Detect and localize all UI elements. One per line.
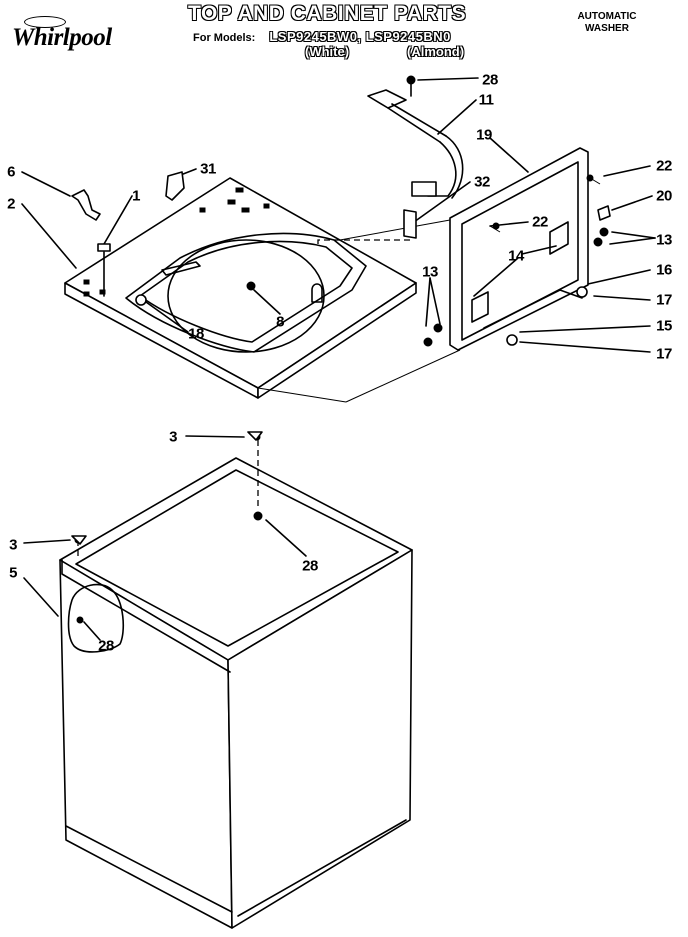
models-line: For Models: LSP9245BW0, LSP9245BN0	[193, 29, 451, 44]
callout-13-left: 13	[422, 263, 438, 281]
callout-1: 1	[132, 187, 140, 205]
callout-14: 14	[508, 247, 524, 265]
brand-logo: Whirlpool	[12, 16, 152, 60]
callout-2: 2	[7, 195, 15, 213]
top-panel	[64, 177, 417, 399]
product-line-2: WASHER	[585, 23, 629, 34]
callout-22-inner: 22	[532, 213, 548, 231]
callout-28-cabinet: 28	[302, 557, 318, 575]
page-title: TOP AND CABINET PARTS	[187, 1, 467, 25]
product-type: AUTOMATIC WASHER	[562, 11, 652, 35]
callout-20: 20	[656, 187, 672, 205]
callout-5: 5	[9, 564, 17, 582]
callout-31: 31	[200, 160, 216, 178]
color-white: (White)	[305, 44, 350, 59]
callout-19: 19	[476, 126, 492, 144]
callout-18: 18	[188, 325, 204, 343]
callout-28-side: 28	[98, 637, 114, 655]
callout-11: 11	[478, 91, 494, 109]
product-line-1: AUTOMATIC	[577, 11, 637, 22]
callout-28-top: 28	[482, 71, 498, 89]
cabinet	[59, 433, 413, 929]
brand-name: Whirlpool	[12, 24, 112, 51]
console-panel	[257, 147, 611, 403]
callout-13-right: 13	[656, 231, 672, 249]
leader-lines	[21, 77, 656, 641]
callout-17-lower: 17	[656, 345, 672, 363]
wire-harness	[367, 75, 464, 199]
logo-badge-icon	[24, 16, 66, 28]
callout-15: 15	[656, 317, 672, 335]
models-value: LSP9245BW0, LSP9245BN0	[269, 29, 451, 44]
callout-3-lower: 3	[9, 536, 17, 554]
callout-22-right: 22	[656, 157, 672, 175]
color-almond: (Almond)	[407, 44, 465, 59]
small-parts	[71, 171, 594, 545]
callout-32: 32	[474, 173, 490, 191]
callout-8: 8	[276, 313, 284, 331]
models-label: For Models:	[193, 32, 256, 44]
callout-16: 16	[656, 261, 672, 279]
callout-3-upper: 3	[169, 428, 177, 446]
callout-17-upper: 17	[656, 291, 672, 309]
callout-6: 6	[7, 163, 15, 181]
